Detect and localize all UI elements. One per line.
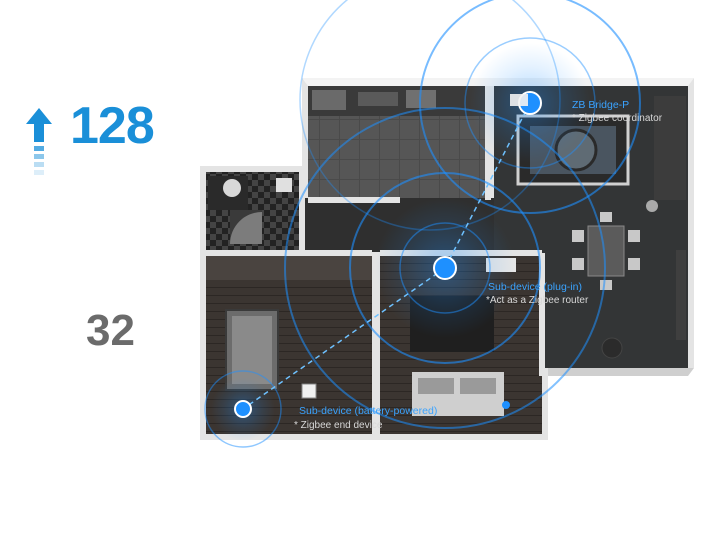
plug-title: Sub-device (plug-in) bbox=[488, 281, 582, 293]
bridge-node-icon bbox=[510, 91, 542, 115]
battery-note: * Zigbee end device bbox=[294, 420, 383, 431]
bridge-title: ZB Bridge-P bbox=[572, 99, 629, 111]
bridge-note: * Zigbee coordinator bbox=[572, 113, 663, 124]
mesh-links bbox=[242, 102, 531, 410]
sensor-icon bbox=[301, 383, 317, 399]
plug-note: *Act as a Zigbee router bbox=[486, 295, 589, 306]
battery-node-icon bbox=[234, 400, 252, 418]
plug-node-icon bbox=[433, 256, 457, 280]
top-stat-value: 128 bbox=[70, 97, 155, 155]
arrow-up-icon bbox=[26, 108, 52, 175]
end-device-icon bbox=[502, 401, 510, 409]
bottom-stat-value: 32 bbox=[86, 306, 135, 355]
battery-title: Sub-device (battery-powered) bbox=[299, 405, 437, 417]
